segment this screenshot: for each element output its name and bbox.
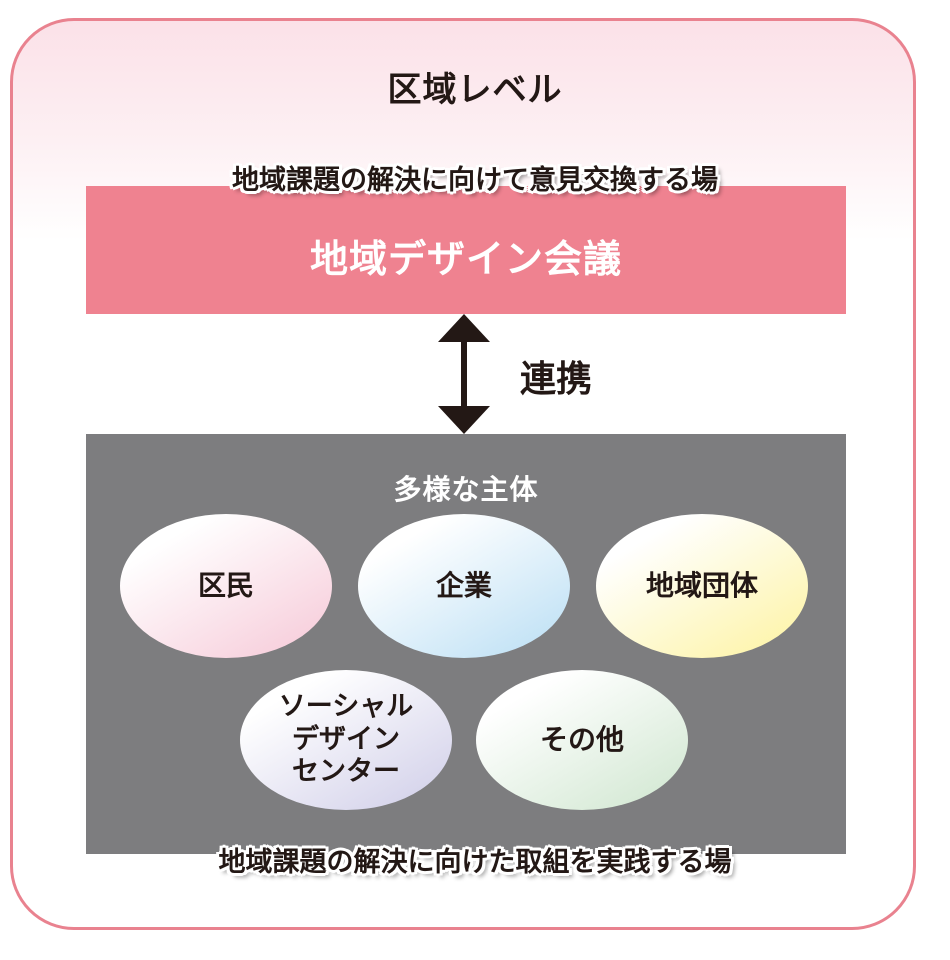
council-name: 地域デザイン会議 bbox=[309, 237, 622, 281]
actor-social-design-center: ソーシャル デザイン センター bbox=[240, 670, 452, 810]
actor-label: その他 bbox=[539, 723, 624, 757]
actor-others: その他 bbox=[476, 670, 688, 810]
actor-label: 企業 bbox=[435, 569, 492, 603]
actors-title: 多様な主体 bbox=[393, 473, 539, 506]
actors-caption: 地域課題の解決に向けた取組を実践する場 bbox=[218, 847, 732, 878]
actor-community-groups: 地域団体 bbox=[596, 514, 808, 658]
actor-label: 区民 bbox=[197, 569, 254, 603]
council-caption: 地域課題の解決に向けて意見交換する場 bbox=[232, 165, 718, 196]
arrow-head-up bbox=[438, 314, 490, 342]
council-box: 地域デザイン会議 bbox=[86, 186, 846, 314]
actor-label-line: ソーシャル bbox=[278, 691, 414, 723]
actor-label: 地域団体 bbox=[645, 569, 758, 603]
actors-box: 多様な主体 区民 企業 地域団体 ソーシャル デザイン センター その他 bbox=[86, 434, 846, 854]
actor-label-line: デザイン bbox=[292, 723, 400, 755]
link-label: 連携 bbox=[520, 359, 593, 400]
level-title: 区域レベル bbox=[387, 70, 563, 110]
double-arrow-icon bbox=[438, 314, 490, 434]
actor-companies: 企業 bbox=[358, 514, 570, 658]
arrow-shaft bbox=[461, 340, 467, 408]
arrow-head-down bbox=[438, 406, 490, 434]
actor-residents: 区民 bbox=[120, 514, 332, 658]
bidirectional-arrow bbox=[436, 314, 492, 434]
actor-label-line: センター bbox=[292, 756, 400, 788]
